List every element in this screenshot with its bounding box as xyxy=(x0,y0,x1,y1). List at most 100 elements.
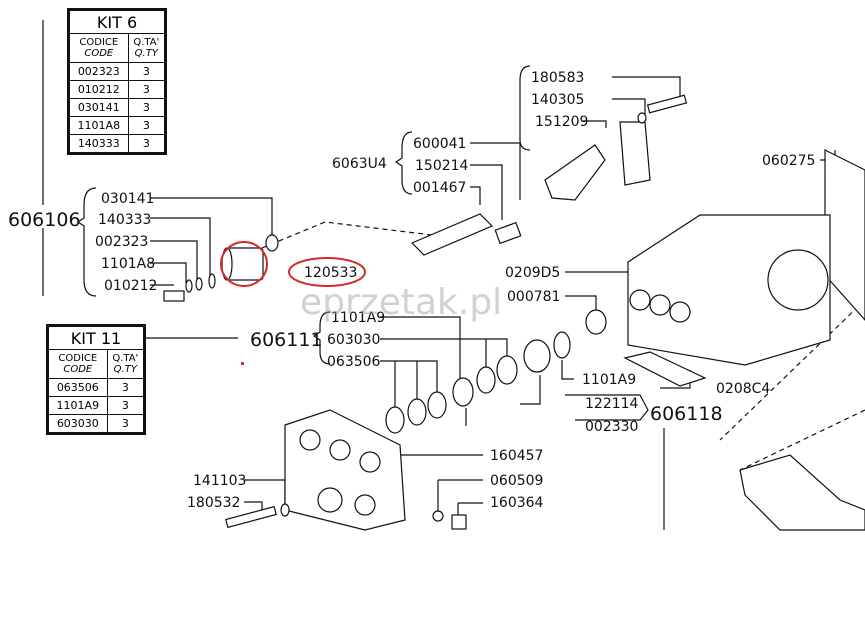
washer-002323 xyxy=(195,277,203,291)
part-label: 140305 xyxy=(531,92,584,108)
group-label-606118: 606118 xyxy=(650,403,723,425)
brace-top xyxy=(519,65,531,151)
leader-000781 xyxy=(565,295,597,312)
ring-030141 xyxy=(265,234,279,252)
cap-151209 xyxy=(619,121,651,186)
part-label: 063506 xyxy=(327,354,381,370)
part-label: 030141 xyxy=(101,191,154,207)
part-label: 160457 xyxy=(490,448,543,464)
strip-0208C4 xyxy=(623,351,707,387)
group-label-6063U4: 6063U4 xyxy=(332,156,387,172)
leader-1101A9b xyxy=(561,360,574,380)
part-label: 600041 xyxy=(413,136,466,152)
leader-063506 xyxy=(380,360,438,410)
brace-606118 xyxy=(565,394,649,421)
leader-1101A9 xyxy=(380,316,461,380)
seal-122114 xyxy=(523,339,551,373)
part-label: 1101A9 xyxy=(331,310,385,326)
part-label: 1101A9 xyxy=(582,372,636,388)
watermark: eprzetak.pl xyxy=(300,282,503,323)
kit11-title: KIT 11 xyxy=(48,326,144,350)
bolt-180532 xyxy=(225,505,277,529)
kit6-col-qty: Q.TA'Q.TY xyxy=(127,33,166,63)
oring-1101A8 xyxy=(185,279,193,293)
ring-603030 xyxy=(496,355,518,385)
leader-001467 xyxy=(470,186,481,205)
oring-1101A9b xyxy=(553,331,571,359)
ring-063506 xyxy=(427,391,447,419)
leader-122114 xyxy=(520,375,541,405)
group-label-606106: 606106 xyxy=(8,209,81,231)
brace-606106 xyxy=(76,187,97,297)
plug-160364 xyxy=(451,514,467,530)
part-label: 1101A8 xyxy=(101,256,155,272)
part-label-highlighted: 120533 xyxy=(304,265,357,281)
seal-000781 xyxy=(585,309,607,335)
axis-line xyxy=(261,221,441,249)
screw-010212 xyxy=(163,290,185,302)
part-label: 002330 xyxy=(585,419,638,435)
part-label: 160364 xyxy=(490,495,544,511)
gasket-060275 xyxy=(824,149,865,321)
pin-001467 xyxy=(494,221,522,245)
part-label: 0209D5 xyxy=(505,265,560,281)
part-label: 002323 xyxy=(95,234,148,250)
part-label: 150214 xyxy=(415,158,469,174)
leader-603030 xyxy=(380,338,508,368)
leader-140333 xyxy=(150,217,211,283)
crankcase-0209D5 xyxy=(627,214,831,366)
part-label: 140333 xyxy=(98,212,151,228)
group-label-606111: 606111 xyxy=(250,329,323,351)
leader-160364 xyxy=(457,502,483,515)
leader-151209 xyxy=(583,120,607,128)
part-label: 060509 xyxy=(490,473,543,489)
leader-180583 xyxy=(612,76,681,100)
part-label: 180532 xyxy=(187,495,240,511)
highlight-sleeve xyxy=(220,241,268,287)
part-label: 001467 xyxy=(413,180,466,196)
red-dot xyxy=(241,362,244,365)
part-label: 603030 xyxy=(327,332,380,348)
washer-141103 xyxy=(280,503,290,517)
manifold-160457 xyxy=(284,409,406,531)
part-label: 0208C4 xyxy=(716,381,770,397)
crankshaft xyxy=(739,454,865,531)
part-label: 060275 xyxy=(762,153,815,169)
brace-6063U4 xyxy=(394,131,413,195)
leader-030141 xyxy=(150,197,273,235)
highlight-120533 xyxy=(288,257,366,287)
kit11-col-qty: Q.TA'Q.TY xyxy=(106,349,145,379)
leader-600041 xyxy=(470,142,521,200)
leader-141103 xyxy=(244,479,286,505)
washer-140305 xyxy=(637,112,647,124)
leader-1101A8 xyxy=(150,262,187,283)
kit6-title: KIT 6 xyxy=(69,10,165,34)
part-label: 010212 xyxy=(104,278,157,294)
leader-060509 xyxy=(437,479,483,512)
oring-140333 xyxy=(208,273,216,289)
brace-606111 xyxy=(312,311,331,365)
part-label: 180583 xyxy=(531,70,584,86)
leader-140305 xyxy=(612,98,646,115)
part-label: 000781 xyxy=(507,289,560,305)
leader-002323 xyxy=(150,240,198,283)
leader-150214 xyxy=(470,164,503,220)
ring-002330 xyxy=(452,377,474,407)
part-label: 122114 xyxy=(585,396,639,412)
plunger-600041 xyxy=(410,213,494,256)
part-label: 151209 xyxy=(535,114,588,130)
part-label: 141103 xyxy=(193,473,246,489)
axis-right xyxy=(719,299,865,471)
